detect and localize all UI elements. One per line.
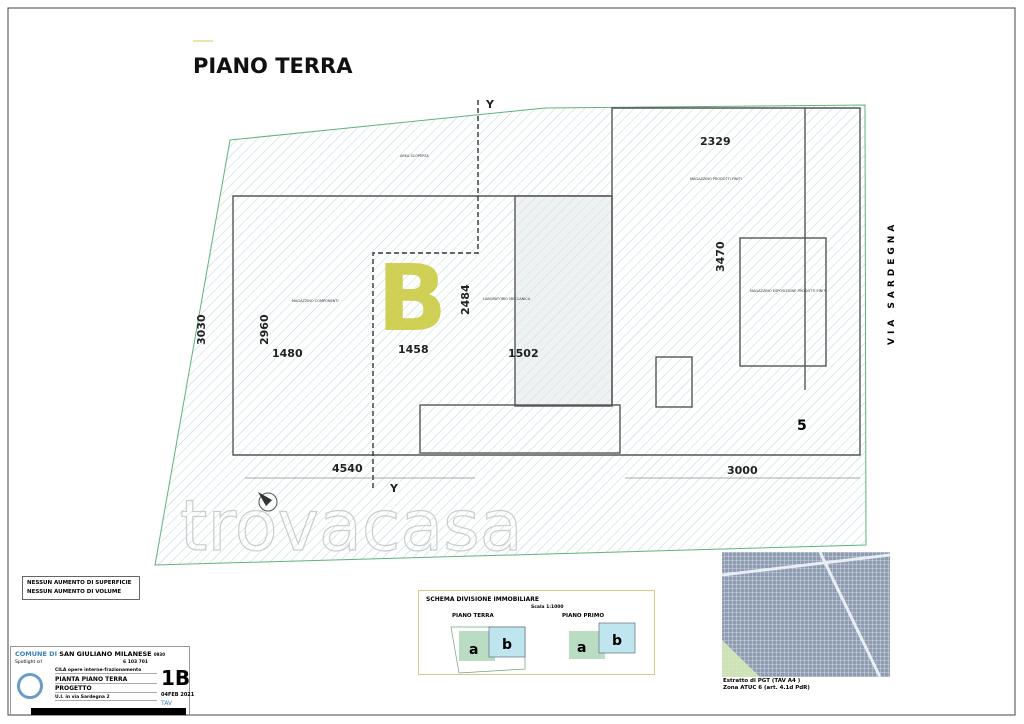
- title-block: COMUNE DI SAN GIULIANO MILANESE 0930 Spo…: [10, 646, 194, 716]
- sheet-number: 1B: [161, 666, 191, 690]
- room-label: AREA SCOPERTA: [400, 154, 429, 158]
- schema-diagram: a b a b: [450, 622, 636, 674]
- dimension-2329: 2329: [700, 135, 731, 148]
- page-title: PIANO TERRA: [193, 54, 353, 78]
- dimension-3030: 3030: [195, 314, 208, 345]
- section-line: [372, 100, 479, 490]
- north-arrow-icon: [258, 492, 278, 512]
- dimension-1480: 1480: [272, 347, 303, 360]
- dimension-2484: 2484: [459, 284, 472, 315]
- sector-number: 5: [797, 418, 807, 434]
- dimension-4540: 4540: [332, 462, 363, 475]
- dimension-2960: 2960: [258, 314, 271, 345]
- note-volume: NESSUN AUMENTO DI VOLUME: [27, 589, 122, 595]
- sheet-frame: [7, 7, 1016, 716]
- redaction-bar: [31, 708, 186, 715]
- section-marker-bottom: Y: [389, 482, 399, 495]
- comune-name: SAN GIULIANO MILANESE: [59, 650, 152, 658]
- svg-text:a: a: [577, 640, 586, 656]
- dimension-3470: 3470: [714, 241, 727, 272]
- dimension-3000: 3000: [727, 464, 758, 477]
- client: Spotlight srl: [15, 660, 43, 665]
- watermark: trovacasa: [180, 485, 523, 567]
- building-outline: [232, 107, 861, 456]
- dimension-1458: 1458: [398, 343, 429, 356]
- section-marker-top: Y: [485, 98, 495, 111]
- dimension-1502: 1502: [508, 347, 539, 360]
- note-surface: NESSUN AUMENTO DI SUPERFICIE: [27, 580, 132, 586]
- room-label: MAGAZZINO ESPOSIZIONE PRODOTTI FINITI: [750, 289, 826, 293]
- room-label: MAGAZZINO PRODOTTI FINITI: [690, 177, 742, 181]
- svg-text:b: b: [502, 637, 512, 653]
- notes-box: NESSUN AUMENTO DI SUPERFICIE NESSUN AUME…: [22, 576, 140, 600]
- room-label: MAGAZZINO COMPONENTI: [292, 299, 338, 303]
- svg-text:b: b: [612, 633, 622, 649]
- schema-box: SCHEMA DIVISIONE IMMOBILIARE Scala 1:100…: [418, 590, 655, 675]
- sector-letter: B: [377, 245, 447, 352]
- svg-text:a: a: [469, 642, 478, 658]
- room-label: LABORATORIO MECCANICA: [483, 297, 531, 301]
- pgt-caption: Estratto di PGT (TAV A4 ) Zona ATUC 6 (a…: [723, 678, 810, 691]
- date: 04FEB 2021: [161, 692, 195, 698]
- street-label: VIA SARDEGNA: [887, 221, 897, 345]
- logo-icon: [17, 673, 43, 699]
- site-boundary: [154, 104, 867, 566]
